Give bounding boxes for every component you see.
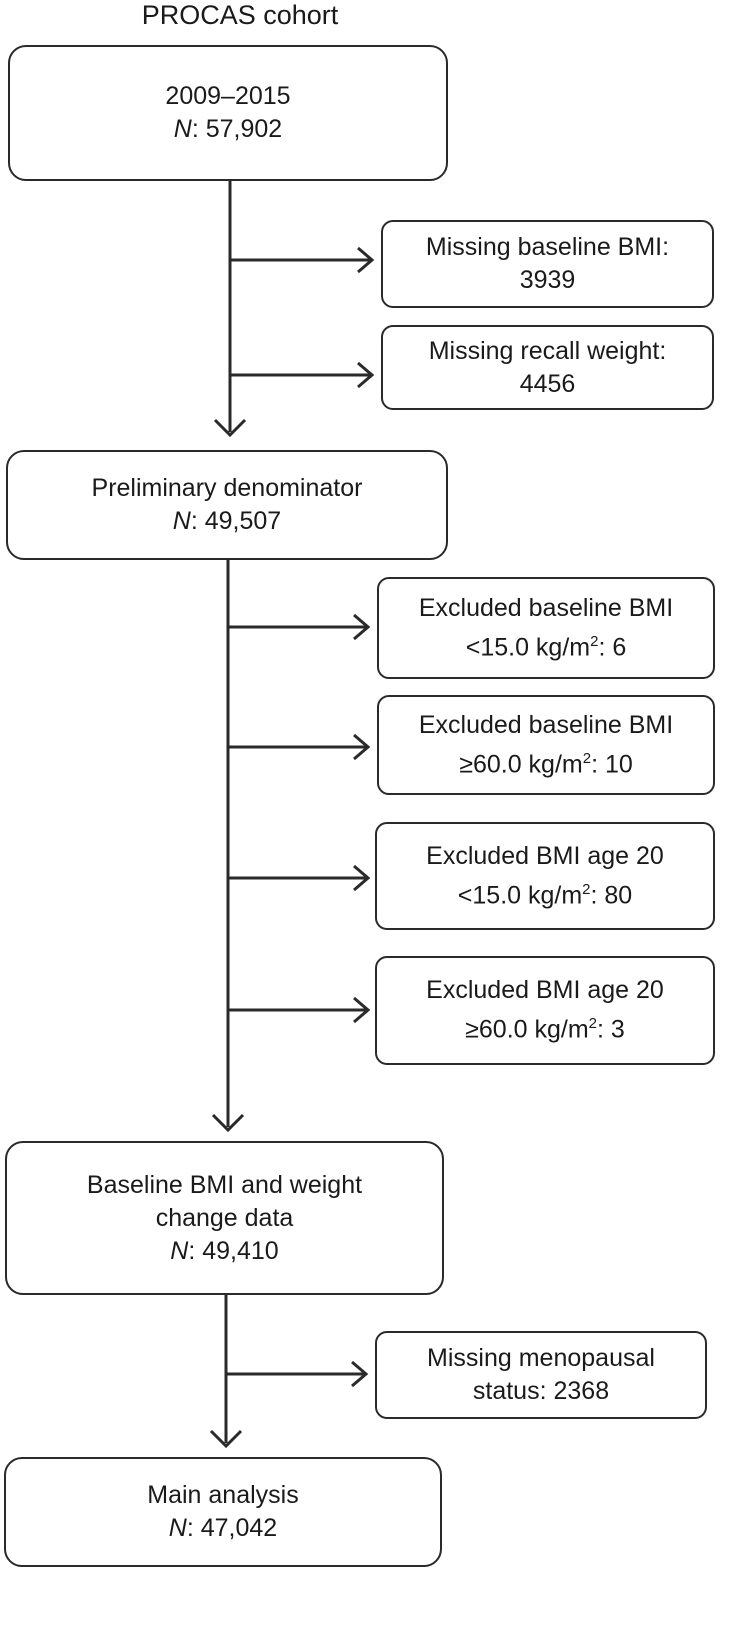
arrowhead	[353, 613, 371, 641]
missing-meno-label: Missing menopausal	[427, 1344, 655, 1372]
count-text: : 10	[591, 750, 633, 779]
missing-menopausal-box: Missing menopausal status: 2368	[375, 1331, 707, 1419]
preliminary-n-value: : 49,507	[190, 507, 282, 535]
missing-bmi-label: Missing baseline BMI:	[425, 233, 670, 261]
preliminary-n: N: 49,507	[173, 505, 281, 538]
cohort-box: 2009–2015 N: 57,902	[8, 45, 448, 181]
excl-age20-low-value: <15.0 kg/m2: 80	[458, 873, 632, 912]
excl-base-low-value: <15.0 kg/m2: 6	[466, 625, 627, 664]
missing-recall-count: 4456	[519, 369, 576, 398]
preliminary-denominator-box: Preliminary denominator N: 49,507	[6, 450, 448, 560]
excl-age20-high-label: Excluded BMI age 20	[426, 976, 664, 1005]
n-label: N	[172, 507, 191, 535]
count-text: : 3	[597, 1015, 625, 1044]
arrowhead	[351, 1360, 369, 1388]
analysis-n: N: 47,042	[169, 1512, 277, 1545]
analysis-label: Main analysis	[147, 1481, 299, 1509]
baseline-label-1: Baseline BMI and weight	[86, 1170, 363, 1199]
cohort-years: 2009–2015	[165, 82, 291, 110]
threshold-text: <15.0 kg/m	[457, 881, 583, 910]
n-label: N	[170, 1236, 189, 1265]
superscript: 2	[588, 1015, 598, 1033]
arrowhead	[357, 361, 375, 389]
cohort-n: N: 57,902	[174, 113, 282, 146]
arrowhead	[353, 864, 371, 892]
arrowhead	[211, 1113, 245, 1133]
arrowhead	[353, 996, 371, 1024]
excl-base-high-label: Excluded baseline BMI	[418, 710, 674, 739]
missing-recall-weight-box: Missing recall weight: 4456	[381, 325, 714, 410]
missing-meno-count: status: 2368	[472, 1377, 610, 1405]
missing-bmi-count: 3939	[519, 266, 576, 294]
cohort-n-value: : 57,902	[191, 115, 283, 143]
excl-base-low-label: Excluded baseline BMI	[418, 593, 674, 622]
baseline-label-2: change data	[155, 1203, 294, 1232]
count-text: : 80	[590, 881, 633, 910]
excluded-baseline-low-box: Excluded baseline BMI <15.0 kg/m2: 6	[377, 577, 715, 679]
excl-age20-low-label: Excluded BMI age 20	[426, 841, 664, 870]
arrowhead	[357, 246, 375, 274]
excluded-age20-low-box: Excluded BMI age 20 <15.0 kg/m2: 80	[375, 822, 715, 930]
threshold-text: <15.0 kg/m	[465, 633, 591, 662]
excl-age20-high-value: ≥60.0 kg/m2: 3	[465, 1007, 625, 1046]
threshold-text: ≥60.0 kg/m	[459, 750, 583, 779]
threshold-text: ≥60.0 kg/m	[465, 1015, 589, 1044]
missing-recall-label: Missing recall weight:	[428, 336, 667, 365]
excl-base-high-value: ≥60.0 kg/m2: 10	[459, 742, 633, 781]
arrowhead	[353, 733, 371, 761]
diagram-title: PROCAS cohort	[141, 0, 339, 30]
n-label: N	[173, 115, 192, 143]
excluded-age20-high-box: Excluded BMI age 20 ≥60.0 kg/m2: 3	[375, 956, 715, 1065]
superscript: 2	[582, 749, 592, 767]
arrowhead	[209, 1429, 243, 1449]
baseline-bmi-box: Baseline BMI and weight change data N: 4…	[5, 1141, 444, 1295]
n-label: N	[168, 1514, 187, 1542]
preliminary-label: Preliminary denominator	[91, 474, 363, 502]
analysis-n-value: : 47,042	[186, 1514, 278, 1542]
superscript: 2	[582, 880, 591, 898]
baseline-n-value: : 49,410	[188, 1236, 279, 1265]
baseline-n: N: 49,410	[170, 1235, 278, 1268]
count-text: : 6	[598, 633, 627, 662]
main-analysis-box: Main analysis N: 47,042	[4, 1457, 442, 1567]
superscript: 2	[590, 632, 599, 650]
arrowhead	[213, 418, 247, 438]
excluded-baseline-high-box: Excluded baseline BMI ≥60.0 kg/m2: 10	[377, 695, 715, 795]
missing-baseline-bmi-box: Missing baseline BMI: 3939	[381, 220, 714, 308]
